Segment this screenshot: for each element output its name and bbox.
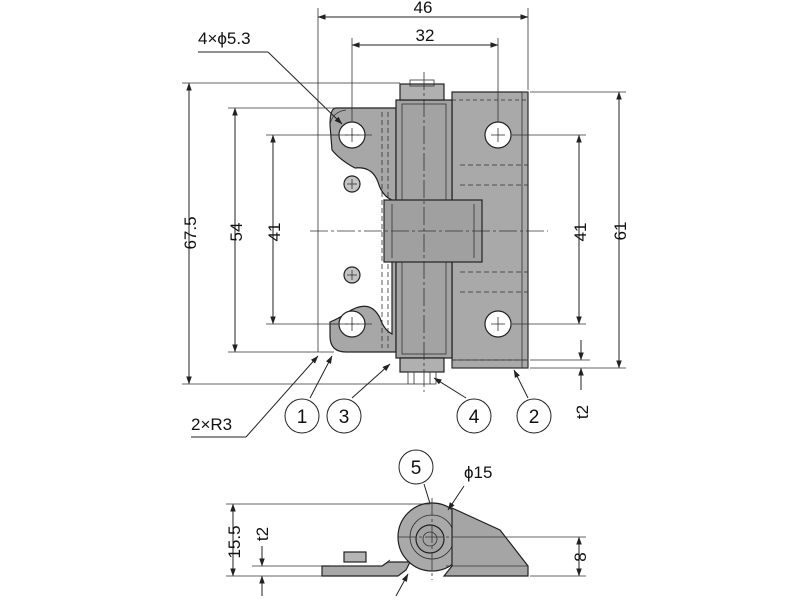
dim-plate-thickness-side: t2	[253, 527, 272, 541]
rivet	[343, 266, 361, 284]
dim-overall-height: 67.5	[181, 216, 200, 249]
front-dimensions: 46 32 4×ϕ5.3 67.5 54 41 41 61	[181, 0, 630, 438]
dim-plate-thickness-front: t2	[573, 405, 592, 419]
callout-circle-2	[516, 398, 552, 434]
pin-cap-bottom	[399, 357, 445, 373]
pin-cap-top	[399, 83, 445, 101]
rivet	[343, 175, 361, 193]
callout-4: 4	[469, 407, 480, 428]
dim-knuckle-diameter: ϕ15	[464, 463, 492, 482]
callout-circle-4	[456, 398, 492, 434]
callout-5: 5	[411, 458, 422, 479]
side-left-leaf	[321, 561, 411, 577]
dim-overall-width: 46	[414, 0, 433, 17]
dim-left-leaf-height: 54	[227, 223, 246, 242]
callout-circle-1	[284, 398, 320, 434]
left-leaf	[329, 107, 397, 353]
mount-hole	[484, 310, 512, 338]
dim-side-total-height: 15.5	[225, 525, 244, 558]
side-view	[321, 498, 529, 597]
callout-circle-3	[326, 398, 362, 434]
dim-hole-pitch-horizontal: 32	[416, 26, 435, 45]
callout-3: 3	[339, 407, 350, 428]
dim-corner-radius: 2×R3	[191, 415, 232, 434]
mount-hole	[484, 121, 512, 149]
callout-2: 2	[529, 407, 540, 428]
front-view	[310, 72, 548, 392]
callouts: 1 3 4 2 5	[284, 355, 552, 511]
dim-right-hole-pitch: 41	[571, 223, 590, 242]
callout-1: 1	[297, 407, 308, 428]
side-dimensions: 15.5 t2 8 ϕ15	[225, 463, 590, 596]
dim-right-leaf-height: 61	[611, 222, 630, 241]
dim-side-right-height: 8	[571, 552, 590, 561]
callout-circle-5	[398, 449, 434, 485]
dim-left-hole-pitch: 41	[265, 223, 284, 242]
dim-holes-callout: 4×ϕ5.3	[198, 29, 251, 48]
